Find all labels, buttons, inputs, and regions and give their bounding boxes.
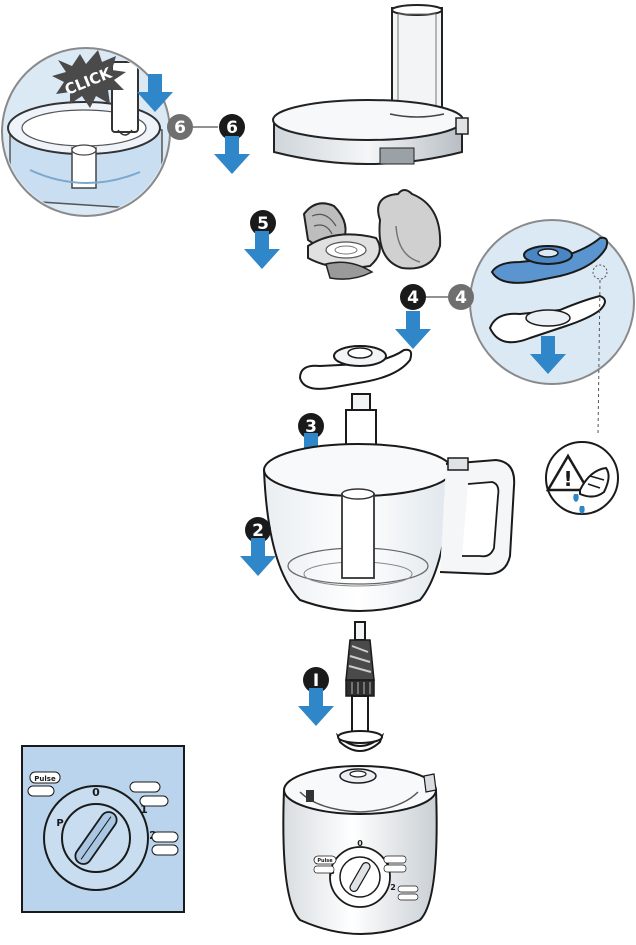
chopping-blade xyxy=(300,346,411,389)
pulse-label: Pulse xyxy=(34,775,56,783)
down-arrow-icon xyxy=(214,136,250,174)
warning-triangle-icon: ! xyxy=(546,442,618,514)
step-6-badge: 6 xyxy=(226,118,238,138)
drive-spindle xyxy=(338,622,382,751)
base-pulse-label: Pulse xyxy=(317,858,333,864)
processing-bowl xyxy=(264,444,514,611)
lid-with-feed-tube xyxy=(273,5,468,164)
base-dial-zero: 0 xyxy=(357,839,363,848)
svg-text:!: ! xyxy=(563,467,572,491)
dial-zero: 0 xyxy=(92,786,100,799)
step-6-inset-badge: 6 xyxy=(174,118,186,138)
dial-p: P xyxy=(56,818,63,829)
motor-base: 0 1 2 P Pulse xyxy=(283,766,436,934)
blade-inset xyxy=(470,220,634,384)
step-4-inset-badge: 4 xyxy=(455,288,467,308)
click-inset: CLICK 6 xyxy=(2,48,218,216)
base-dial-two: 2 xyxy=(390,883,396,892)
onions-illustration xyxy=(304,190,440,279)
down-arrow-icon xyxy=(298,688,334,726)
down-arrow-icon xyxy=(244,231,280,269)
step-4-badge: 4 xyxy=(407,288,419,308)
down-arrow-icon xyxy=(395,311,431,349)
dial-panel: 0 1 2 P Pulse xyxy=(22,746,184,912)
down-arrow-icon xyxy=(240,538,276,576)
